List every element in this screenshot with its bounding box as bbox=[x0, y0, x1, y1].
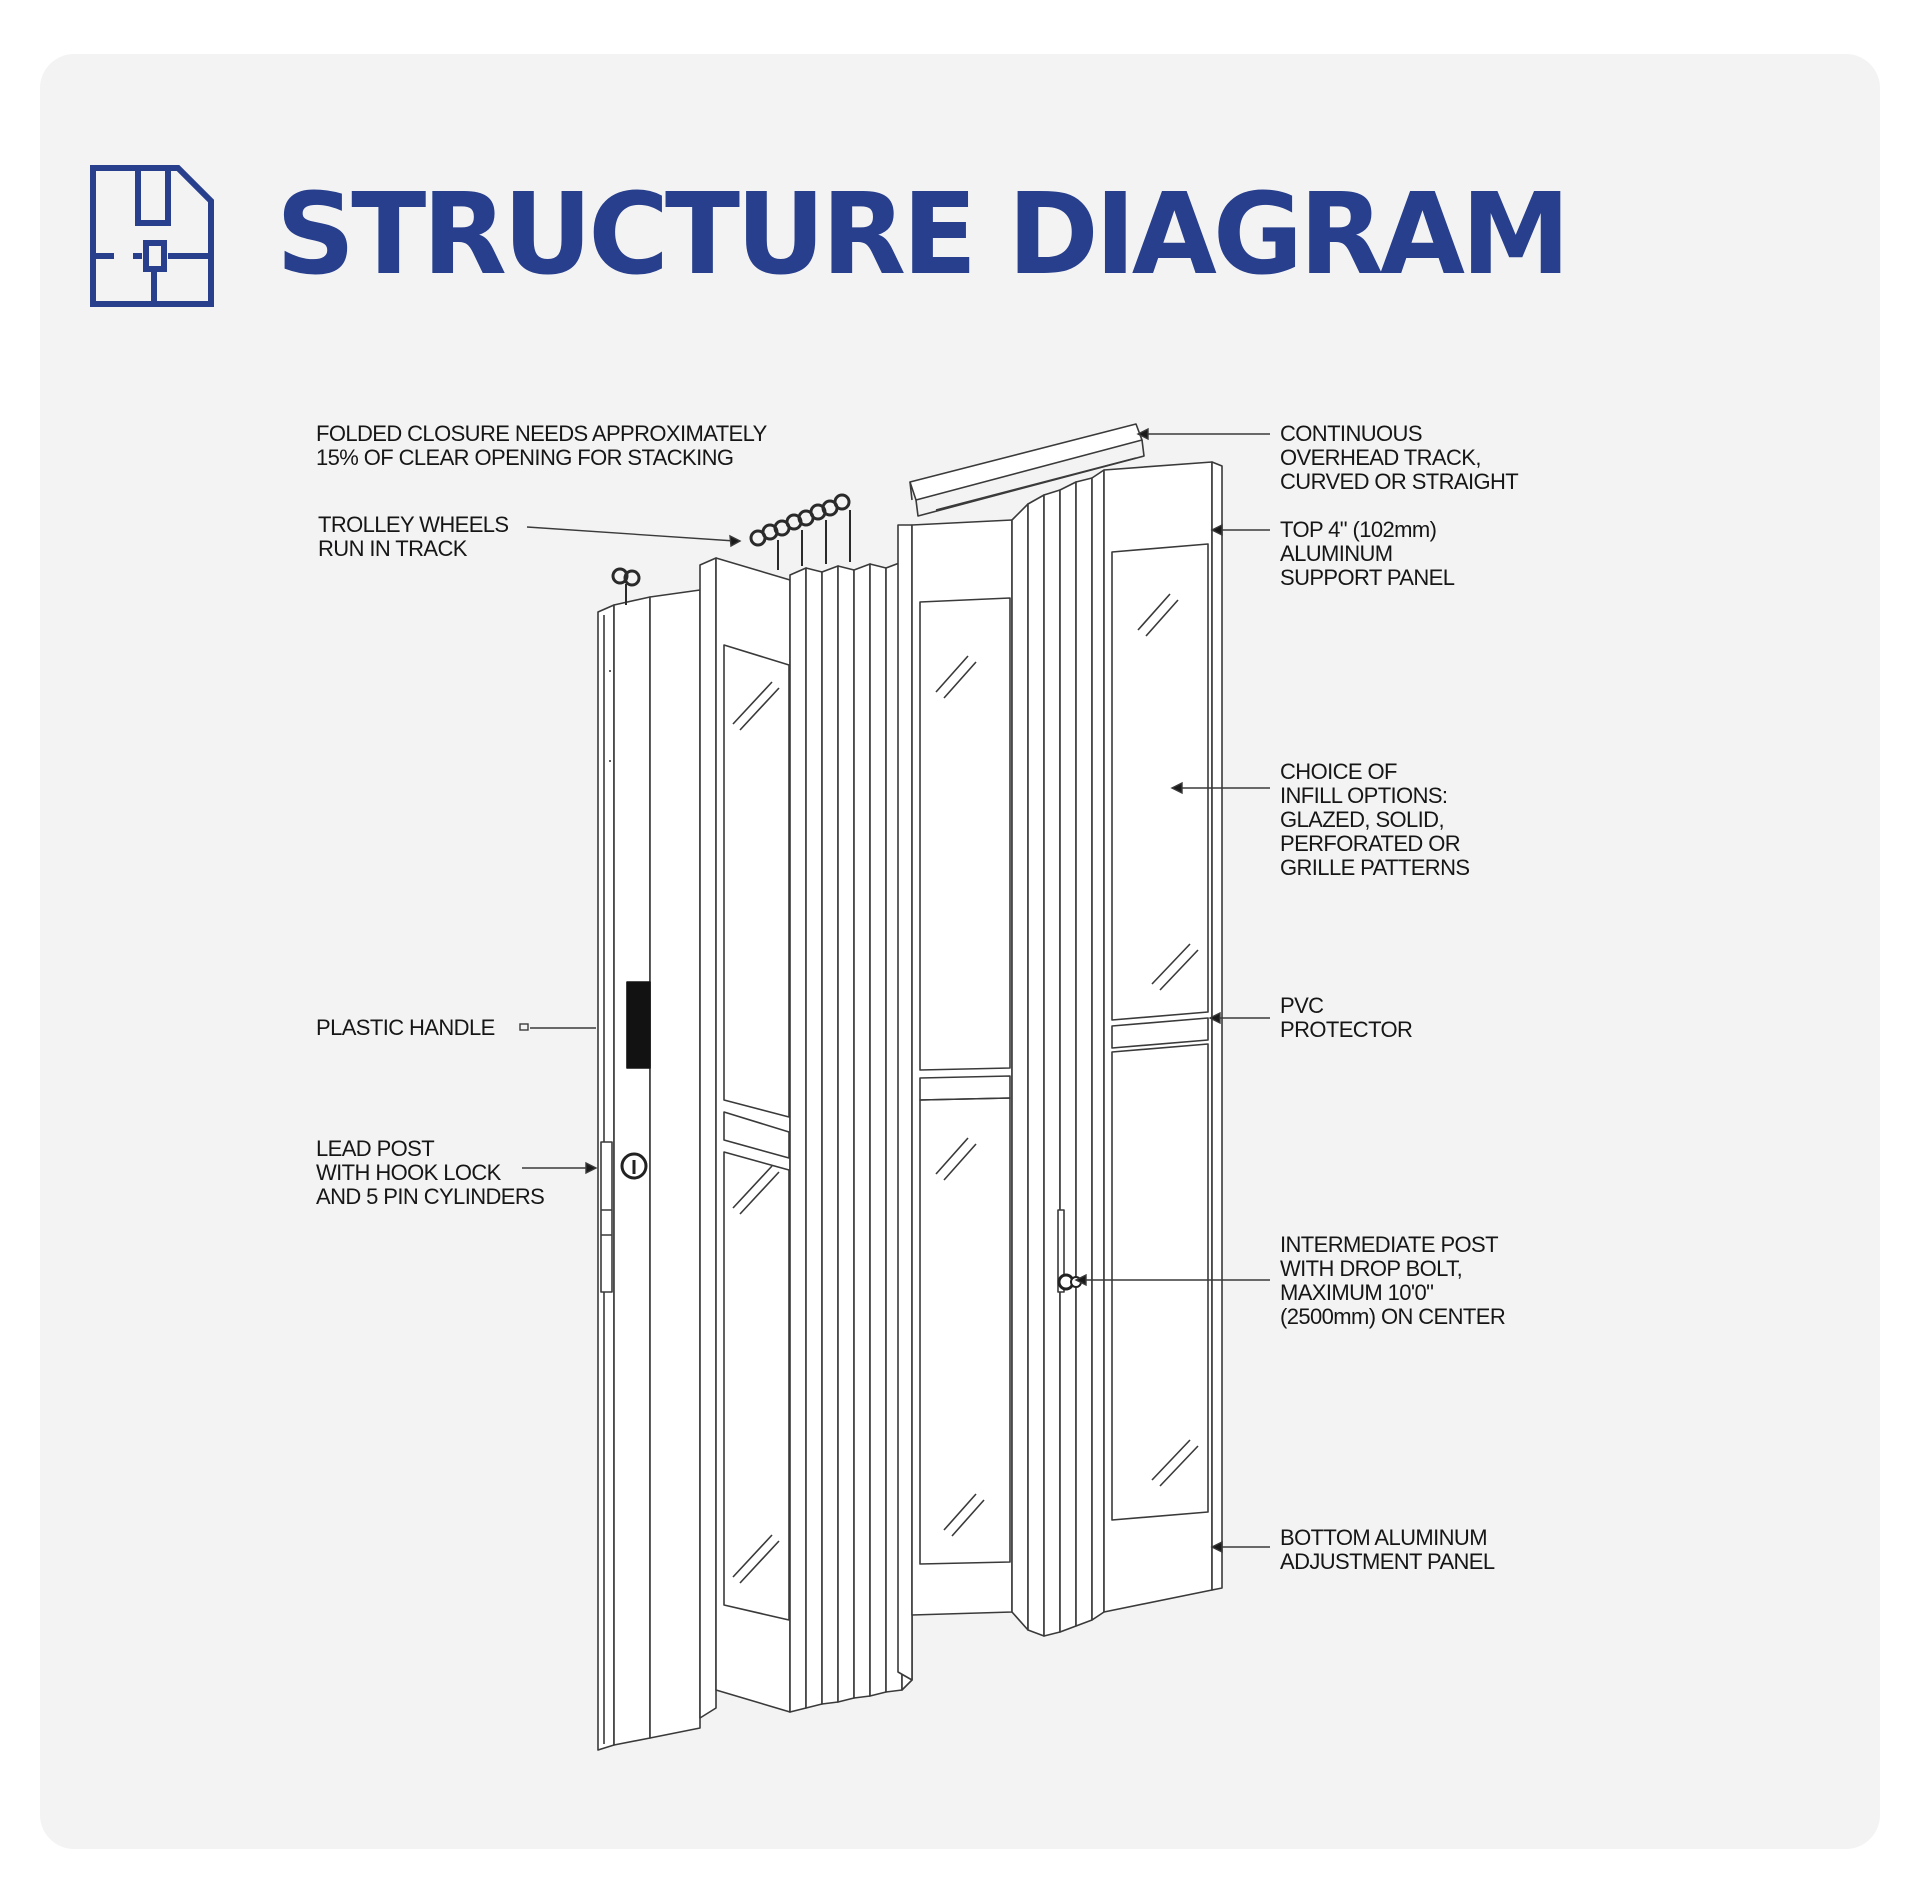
stacked-folds bbox=[789, 559, 913, 1713]
door-leaf-1 bbox=[699, 557, 791, 1719]
callout-line: WITH DROP BOLT, bbox=[1280, 1256, 1463, 1281]
callout-line: INFILL OPTIONS: bbox=[1280, 783, 1448, 808]
callout-line: TOP 4" (102mm) bbox=[1280, 517, 1437, 542]
callout-line: PROTECTOR bbox=[1280, 1017, 1413, 1042]
callout-overhead-track: CONTINUOUS OVERHEAD TRACK, CURVED OR STR… bbox=[1280, 421, 1519, 494]
callout-line: CURVED OR STRAIGHT bbox=[1280, 469, 1519, 494]
callout-line: SUPPORT PANEL bbox=[1280, 565, 1455, 590]
callout-line: PVC bbox=[1280, 993, 1324, 1018]
callout-line: MAXIMUM 10'0" bbox=[1280, 1280, 1434, 1305]
callout-line: 15% OF CLEAR OPENING FOR STACKING bbox=[316, 445, 734, 470]
callout-line: CONTINUOUS bbox=[1280, 421, 1422, 446]
callout-intermediate-post: INTERMEDIATE POST WITH DROP BOLT, MAXIMU… bbox=[1280, 1232, 1506, 1329]
callout-lead-post: LEAD POST WITH HOOK LOCK AND 5 PIN CYLIN… bbox=[316, 1136, 545, 1209]
callout-line: LEAD POST bbox=[316, 1136, 435, 1161]
door-leaf-2 bbox=[897, 519, 1013, 1681]
callout-trolley-wheels: TROLLEY WHEELS RUN IN TRACK bbox=[318, 512, 509, 561]
callout-line: GLAZED, SOLID, bbox=[1280, 807, 1445, 832]
callout-stacking: FOLDED CLOSURE NEEDS APPROXIMATELY 15% O… bbox=[316, 422, 767, 470]
callout-infill-options: CHOICE OF INFILL OPTIONS: GLAZED, SOLID,… bbox=[1280, 759, 1470, 880]
callout-line: INTERMEDIATE POST bbox=[1280, 1232, 1499, 1257]
callout-line: RUN IN TRACK bbox=[318, 536, 467, 561]
callout-line: (2500mm) ON CENTER bbox=[1280, 1304, 1506, 1329]
door-leaf-3 bbox=[1103, 461, 1223, 1613]
lead-post bbox=[597, 589, 707, 1751]
callout-line: AND 5 PIN CYLINDERS bbox=[316, 1184, 545, 1209]
callout-line: WITH HOOK LOCK bbox=[316, 1160, 501, 1185]
callout-line: PERFORATED OR bbox=[1280, 831, 1461, 856]
intermediate-post bbox=[1011, 469, 1105, 1637]
lock-cylinder bbox=[620, 1152, 648, 1180]
callout-line: PLASTIC HANDLE bbox=[316, 1015, 495, 1040]
callout-line: OVERHEAD TRACK, bbox=[1280, 445, 1481, 470]
callout-top-support-panel: TOP 4" (102mm) ALUMINUM SUPPORT PANEL bbox=[1280, 517, 1455, 590]
overhead-track bbox=[909, 423, 1145, 517]
callout-bottom-adjustment-panel: BOTTOM ALUMINUM ADJUSTMENT PANEL bbox=[1280, 1526, 1495, 1574]
callout-line: ALUMINUM bbox=[1280, 541, 1393, 566]
callout-line: TROLLEY WHEELS bbox=[318, 512, 509, 537]
callout-line: GRILLE PATTERNS bbox=[1280, 855, 1470, 880]
callout-line: BOTTOM ALUMINUM bbox=[1280, 1525, 1488, 1550]
callout-line: CHOICE OF bbox=[1280, 759, 1397, 784]
callout-line: FOLDED CLOSURE NEEDS APPROXIMATELY bbox=[316, 421, 767, 446]
callout-pvc-protector: PVC PROTECTOR bbox=[1280, 993, 1413, 1042]
lead-trolley-wheel bbox=[611, 567, 641, 605]
callout-plastic-handle: PLASTIC HANDLE bbox=[316, 1016, 495, 1040]
trolley-wheels bbox=[749, 493, 851, 570]
callout-line: ADJUSTMENT PANEL bbox=[1280, 1549, 1495, 1574]
leader-trolley bbox=[526, 526, 736, 542]
plastic-handle bbox=[626, 981, 651, 1069]
floor-plan-icon bbox=[90, 165, 214, 307]
page-title: STRUCTURE DIAGRAM bbox=[276, 168, 1570, 300]
